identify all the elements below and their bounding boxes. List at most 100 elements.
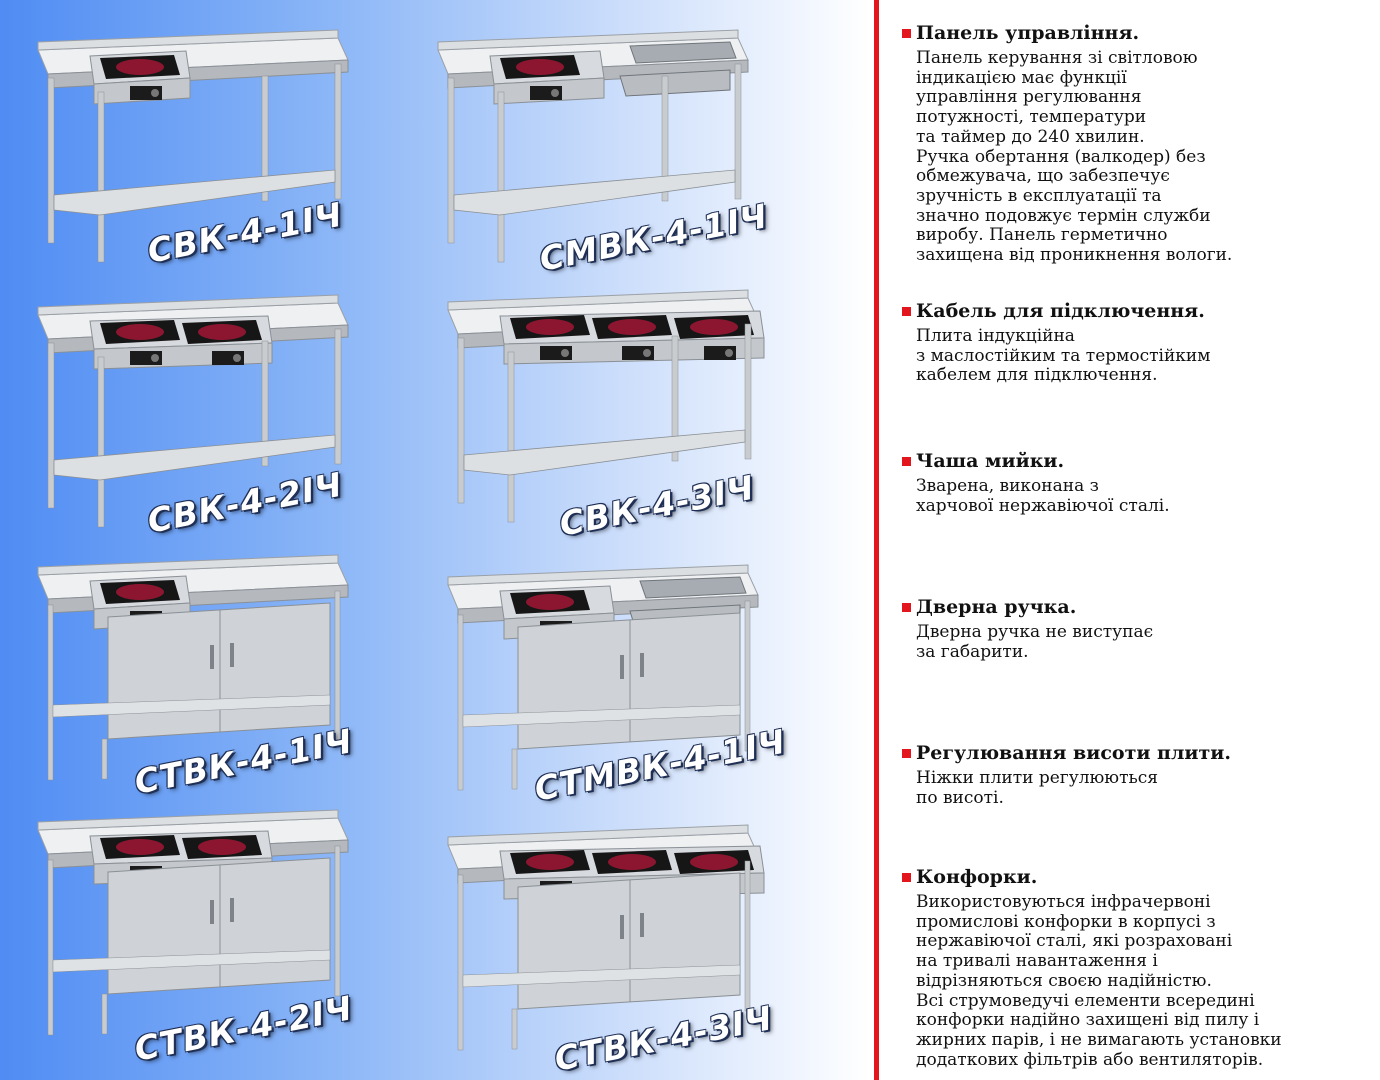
- door-handle-icon: [210, 645, 214, 669]
- cabinet-body: [107, 602, 331, 740]
- description-line: Зварена, виконана з: [916, 476, 1099, 496]
- red-bullet-icon: [902, 457, 911, 466]
- red-bullet-icon: [902, 873, 911, 882]
- description-line: Плита індукційна: [916, 326, 1075, 346]
- product-image: [30, 20, 430, 280]
- leg: [734, 63, 742, 200]
- lower-shelf: [462, 704, 741, 728]
- leg: [457, 874, 464, 1051]
- product-image: [30, 285, 430, 545]
- leg: [97, 356, 105, 528]
- lower-shelf: [52, 949, 331, 973]
- leg: [334, 63, 342, 200]
- table-illustration: [37, 554, 349, 781]
- lower-shelf: [52, 694, 331, 718]
- leg: [447, 77, 455, 244]
- feature-title: Конфорки.: [916, 866, 1038, 888]
- burner-ring: [526, 854, 574, 870]
- leg: [671, 335, 679, 462]
- door-handle-icon: [230, 643, 234, 667]
- sink-under: [619, 69, 731, 97]
- burner-ring: [198, 324, 246, 340]
- leg: [744, 323, 752, 460]
- product-image: [440, 815, 840, 1075]
- burner-ring: [116, 324, 164, 340]
- knob-icon: [151, 89, 159, 97]
- leg: [101, 738, 108, 780]
- leg: [47, 859, 54, 1036]
- description-line: на тривалі навантаження і: [916, 951, 1158, 972]
- leg: [511, 1008, 518, 1050]
- leg: [334, 328, 342, 465]
- leg: [661, 75, 669, 202]
- lower-shelf: [453, 169, 736, 216]
- door-handle-icon: [210, 900, 214, 924]
- table-illustration: [447, 289, 765, 523]
- door-handle-icon: [640, 913, 644, 937]
- description-line: значно подовжує термін служби: [916, 205, 1211, 226]
- back-upstand: [37, 809, 339, 831]
- description-line: зручність в експлуатації та: [916, 185, 1162, 206]
- burner-ring: [516, 59, 564, 75]
- description-line: харчової нержавіючої сталі.: [916, 495, 1170, 516]
- description-line: додаткових фільтрів або вентиляторів.: [916, 1049, 1264, 1070]
- knob-icon: [561, 349, 569, 357]
- product-image: [30, 545, 430, 805]
- back-upstand: [437, 29, 739, 51]
- door-handle-icon: [230, 898, 234, 922]
- leg: [744, 860, 751, 1012]
- description-line: управління регулювання: [916, 87, 1142, 108]
- leg: [334, 590, 341, 742]
- back-upstand: [37, 294, 339, 316]
- features-panel: Панель управління.Панель керування зі св…: [880, 0, 1380, 1080]
- description-line: з маслостійким та термостійким: [916, 345, 1211, 366]
- red-bullet-icon: [902, 749, 911, 758]
- knob-icon: [725, 349, 733, 357]
- sink-bowl: [639, 576, 747, 599]
- table-illustration: [37, 29, 349, 263]
- product-image: [440, 555, 840, 815]
- description-line: Всі струмоведучі елементи всередині: [916, 990, 1255, 1011]
- description-line: виробу. Панель герметично: [916, 225, 1168, 246]
- description-line: кабелем для підключення.: [916, 365, 1158, 386]
- description-line: відрізняються своєю надійністю.: [916, 970, 1212, 991]
- description-line: по висоті.: [916, 787, 1004, 808]
- leg: [744, 600, 751, 752]
- burner-ring: [116, 839, 164, 855]
- cabinet-body: [107, 857, 331, 995]
- table-illustration: [37, 809, 349, 1036]
- table-illustration: [447, 564, 759, 791]
- red-bullet-icon: [902, 307, 911, 316]
- description-line: Використовуються інфрачервоні: [916, 892, 1211, 912]
- description-line: та таймер до 240 хвилин.: [916, 126, 1145, 147]
- leg: [47, 604, 54, 781]
- leg: [261, 75, 269, 202]
- description-line: обмежувача, що забезпечує: [916, 166, 1170, 187]
- burner-ring: [116, 59, 164, 75]
- feature-title: Регулювання висоти плити.: [916, 742, 1231, 764]
- burner-ring: [608, 854, 656, 870]
- leg: [47, 342, 55, 509]
- lower-shelf: [462, 964, 741, 988]
- leg: [101, 993, 108, 1035]
- burner-ring: [690, 319, 738, 335]
- cabinet-body: [517, 872, 741, 1010]
- leg: [507, 351, 515, 523]
- burner-ring: [116, 584, 164, 600]
- description-line: промислові конфорки в корпусі з: [916, 911, 1216, 932]
- description-line: за габарити.: [916, 641, 1029, 662]
- burner-ring: [198, 839, 246, 855]
- table-illustration: [37, 294, 349, 528]
- feature-title: Кабель для підключення.: [916, 300, 1205, 322]
- leg: [457, 337, 465, 504]
- description-line: індикацією має функції: [916, 67, 1127, 88]
- leg: [261, 340, 269, 467]
- burner-ring: [526, 594, 574, 610]
- red-bullet-icon: [902, 29, 911, 38]
- description-line: Дверна ручка не виступає: [916, 622, 1154, 642]
- leg: [497, 91, 505, 263]
